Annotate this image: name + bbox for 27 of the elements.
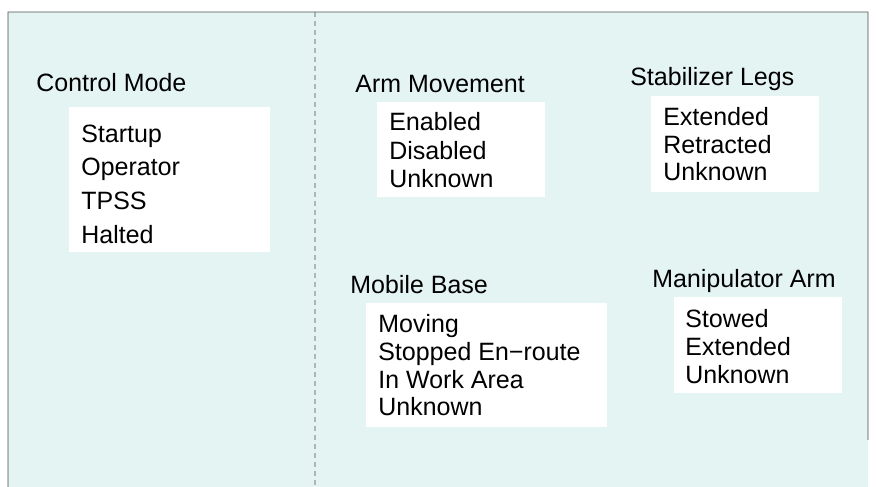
state-label: Disabled — [391, 140, 485, 160]
heading: Control Mode — [37, 72, 186, 92]
state-box — [355, 74, 545, 197]
state-label: Unknown — [665, 162, 766, 180]
state-label: Stopped En−route — [379, 342, 580, 366]
state-label: Unknown — [687, 364, 788, 384]
state-label: Extended — [665, 106, 768, 126]
state-label: Halted — [83, 224, 152, 244]
state-box — [37, 72, 270, 252]
state-label: Unknown — [391, 168, 492, 188]
state-box — [352, 274, 607, 427]
state-label: Extended — [687, 336, 790, 356]
heading: Manipulator Arm — [654, 268, 834, 292]
state-label: TPSS — [82, 192, 146, 210]
state-label: Startup — [82, 124, 161, 148]
heading: Stabilizer Legs — [631, 66, 794, 90]
state-label: Moving — [380, 314, 458, 338]
state-label: Retracted — [665, 134, 770, 154]
heading: Mobile Base — [352, 274, 487, 294]
heading: Arm Movement — [355, 74, 524, 92]
state-box — [631, 66, 819, 192]
state-label: Unknown — [380, 396, 481, 416]
state-label: Operator — [82, 158, 180, 180]
state-label: Stowed — [686, 308, 767, 328]
state-label: Enabled — [391, 112, 480, 130]
state-box — [654, 268, 842, 393]
state-label: In Work Area — [380, 370, 524, 388]
